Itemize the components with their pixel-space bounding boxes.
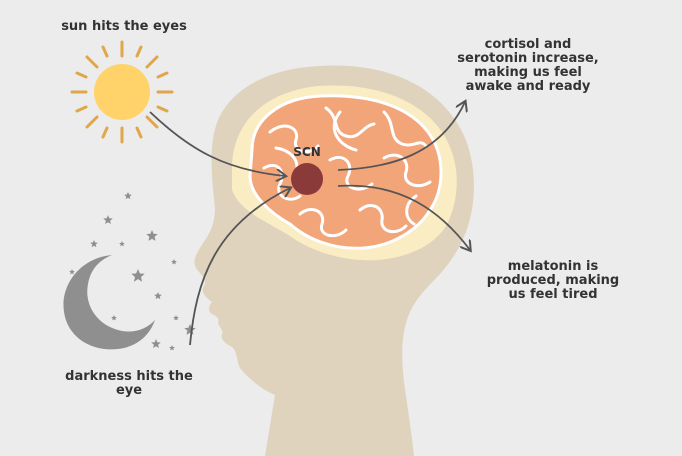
star-icon — [69, 269, 75, 275]
star-icon — [173, 315, 179, 321]
sun-label-line: sun hits the eyes — [61, 19, 187, 34]
arrow-scn-to-melatonin — [337, 184, 470, 250]
star-icon — [146, 230, 158, 241]
star-icon — [103, 215, 113, 224]
star-icon — [119, 241, 125, 247]
sun-label: sun hits the eyes — [44, 20, 204, 34]
melatonin-label-line: melatonin is — [507, 259, 599, 274]
darkness-label-line: darkness hits the — [65, 369, 193, 384]
darkness-label: darkness hits the eye — [44, 370, 214, 398]
cortisol-label: cortisol and serotonin increase, making … — [428, 38, 628, 94]
darkness-label-line: eye — [115, 383, 143, 398]
arrow-sun-to-scn — [149, 111, 285, 176]
melatonin-label-line: us feel tired — [508, 287, 598, 302]
sun-icon — [70, 40, 174, 144]
star-icon — [111, 315, 117, 321]
crescent-moon-icon — [63, 255, 156, 350]
star-icon — [86, 336, 94, 344]
scn-node — [291, 163, 323, 195]
star-icon — [171, 259, 177, 265]
star-icon — [184, 324, 196, 335]
cortisol-label-line: awake and ready — [465, 79, 591, 94]
melatonin-label: melatonin is produced, making us feel ti… — [468, 260, 638, 302]
arrow-darkness-to-scn — [189, 188, 290, 346]
star-icon — [90, 240, 98, 248]
star-icon — [131, 269, 145, 282]
cortisol-label-line: making us feel — [474, 65, 582, 80]
arrow-scn-to-cortisol — [337, 102, 465, 171]
star-icon — [151, 339, 161, 348]
star-icon — [169, 345, 175, 351]
scn-label: SCN — [293, 145, 321, 159]
star-icon — [124, 192, 132, 200]
melatonin-label-line: produced, making — [486, 273, 620, 288]
cortisol-label-line: cortisol and — [484, 37, 572, 52]
stars — [69, 192, 196, 351]
star-icon — [154, 292, 162, 300]
cortisol-label-line: serotonin increase, — [457, 51, 599, 66]
